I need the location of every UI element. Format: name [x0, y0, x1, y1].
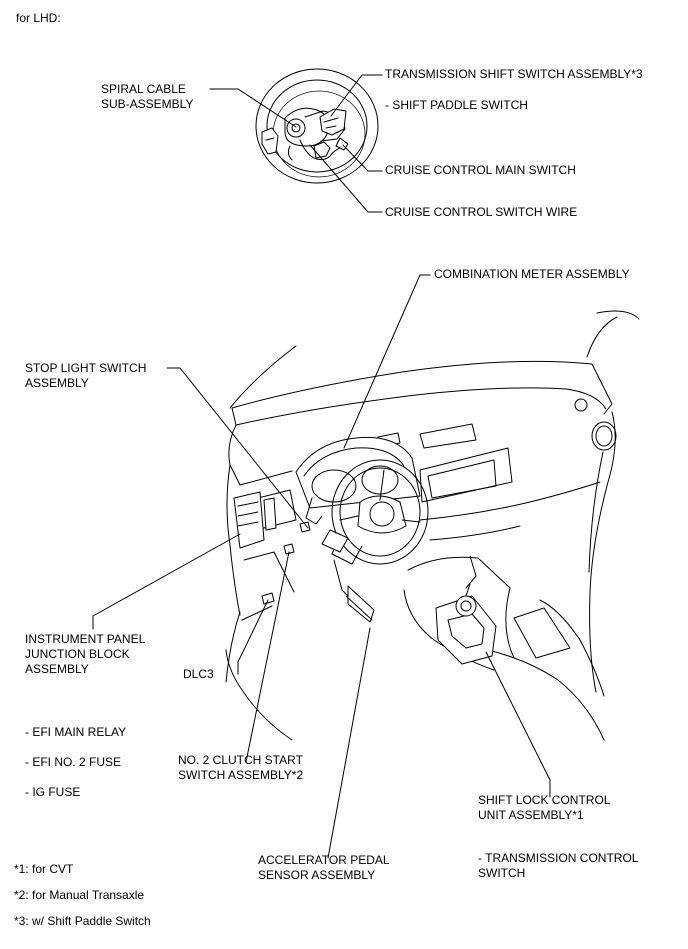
label-shift-lock-control-unit: SHIFT LOCK CONTROL UNIT ASSEMBLY*1	[478, 793, 611, 822]
label-stop-light-switch: STOP LIGHT SWITCH ASSEMBLY	[25, 361, 147, 390]
steering-wheel-detail	[255, 68, 379, 184]
label-no2-clutch-start-switch: NO. 2 CLUTCH START SWITCH ASSEMBLY*2	[178, 753, 304, 782]
label-efi-main-relay: - EFI MAIN RELAY	[25, 725, 127, 739]
label-transmission-shift-switch: TRANSMISSION SHIFT SWITCH ASSEMBLY*3	[385, 67, 643, 81]
footnote-2: *2: for Manual Transaxle	[14, 888, 145, 902]
label-shift-paddle-switch: - SHIFT PADDLE SWITCH	[385, 98, 528, 112]
label-instrument-panel-junction-block: INSTRUMENT PANEL JUNCTION BLOCK ASSEMBLY	[25, 632, 146, 676]
main-leader-lines	[92, 274, 551, 859]
label-transmission-control-switch: - TRANSMISSION CONTROL SWITCH	[478, 851, 639, 880]
label-cruise-control-switch-wire: CRUISE CONTROL SWITCH WIRE	[385, 205, 578, 219]
footnote-3: *3: w/ Shift Paddle Switch	[14, 914, 151, 928]
wheel-leader-lines	[209, 74, 383, 213]
label-ig-fuse: - IG FUSE	[25, 785, 81, 799]
label-cruise-control-main-switch: CRUISE CONTROL MAIN SWITCH	[385, 163, 576, 177]
label-efi-no2-fuse: - EFI NO. 2 FUSE	[25, 755, 122, 769]
header-text: for LHD:	[16, 11, 61, 25]
label-accelerator-pedal-sensor: ACCELERATOR PEDAL SENSOR ASSEMBLY	[258, 853, 390, 882]
dashboard-drawing	[225, 310, 640, 741]
footnote-1: *1: for CVT	[14, 862, 74, 876]
label-combination-meter: COMBINATION METER ASSEMBLY	[434, 267, 630, 281]
label-dlc3: DLC3	[183, 667, 214, 681]
label-spiral-cable: SPIRAL CABLE SUB-ASSEMBLY	[101, 82, 194, 111]
